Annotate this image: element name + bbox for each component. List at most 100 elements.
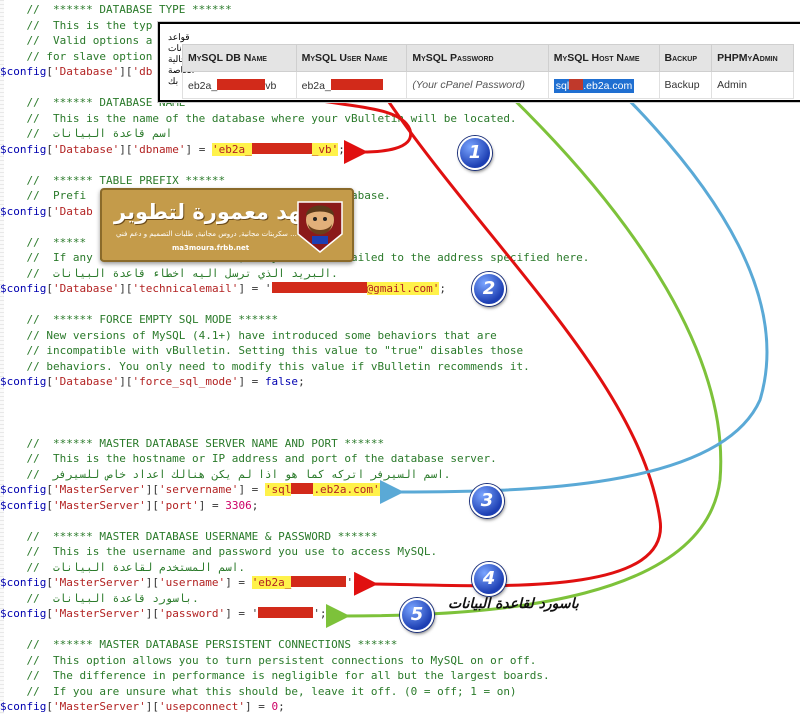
cell-backup[interactable]: Backup <box>658 71 713 99</box>
code-token: 'MasterServer' <box>52 483 146 496</box>
cell-host-name[interactable]: sql.eb2a.com <box>547 71 660 99</box>
code-token: // ****** DATABASE NAME ****** <box>0 96 232 109</box>
user-name-prefix: eb2a_ <box>301 79 331 92</box>
code-line: // The difference in performance is negl… <box>0 668 549 684</box>
code-token: $config <box>0 282 47 295</box>
code-token: [ <box>46 499 53 512</box>
code-line: // This is the hostname or IP address an… <box>0 451 497 467</box>
site-logo: معهد معمورة لتطوير سكربتات مجانية, دروس … <box>100 188 354 262</box>
db-name-prefix: eb2a_ <box>188 79 218 92</box>
redacted-block <box>258 607 314 618</box>
code-token: 'Database' <box>52 282 120 295</box>
code-token: $config <box>0 375 47 388</box>
code-token: $config <box>0 65 47 78</box>
code-token: ] = <box>185 143 212 156</box>
col-phpmyadmin: PHPMyAdmin <box>711 44 794 72</box>
code-line: // This option allows you to turn persis… <box>0 653 536 669</box>
code-token: 'MasterServer' <box>52 499 146 512</box>
arrow-user-name <box>353 85 662 596</box>
code-token: [ <box>46 607 53 620</box>
code-line: // ****** FORCE EMPTY SQL MODE ****** <box>0 312 278 328</box>
code-token: 'eb2a_ <box>251 576 292 589</box>
logo-subtitle: سكربتات مجانية, دروس مجانية, طلبات التصم… <box>116 230 297 238</box>
code-line: // incompatible with vBulletin. Setting … <box>0 343 523 359</box>
cell-admin[interactable]: Admin <box>711 71 794 99</box>
step-badge-3: 3 <box>470 484 504 518</box>
code-line: // New versions of MySQL (4.1+) have int… <box>0 328 496 344</box>
redacted-block <box>291 483 314 494</box>
code-token: ; <box>278 700 285 713</box>
code-token: $config <box>0 483 47 496</box>
redacted-block <box>330 78 383 90</box>
code-gutter <box>0 0 4 714</box>
code-line: // This is the typ <box>0 18 152 34</box>
code-token: [ <box>46 143 53 156</box>
code-token: [ <box>46 65 53 78</box>
code-line: // اسم قاعدة البيانات <box>0 126 172 142</box>
code-token: [ <box>46 282 53 295</box>
database-info-panel: قواعد البيانات الحالية الخاصة بك MySQL D… <box>158 22 800 102</box>
code-token: // اسم السيرفر اتركه كما هو اذا لم يكن ه… <box>0 468 451 481</box>
code-line: // ****** DATABASE TYPE ****** <box>0 2 232 18</box>
code-line: // باسورد قاعدة البيانات. <box>0 591 198 607</box>
host-suffix: .eb2a.com <box>583 79 633 92</box>
panel-title: قواعد البيانات الحالية الخاصة بك <box>168 32 195 86</box>
code-token: $config <box>0 143 47 156</box>
code-line: $config['MasterServer']['port'] = 3306; <box>0 498 258 514</box>
code-token: 'MasterServer' <box>52 607 146 620</box>
code-line: // This is the username and password you… <box>0 544 437 560</box>
code-token: // ****** TABLE PREFIX ****** <box>0 174 226 187</box>
code-line: $config['Database']['db <box>0 64 152 80</box>
code-line: // البريد الذي ترسل اليه اخطاء قاعدة الب… <box>0 266 337 282</box>
code-token: ] = <box>238 483 265 496</box>
code-token: // behaviors. You only need to modify th… <box>0 360 530 373</box>
code-line: // ****** MASTER DATABASE PERSISTENT CON… <box>0 637 397 653</box>
code-token: // ****** DATABASE TYPE ****** <box>0 3 232 16</box>
code-token: ] = <box>238 375 265 388</box>
host-selection[interactable]: sql.eb2a.com <box>553 78 635 93</box>
logo-title: معهد معمورة لتطوير <box>114 200 328 224</box>
code-line: $config['Database']['force_sql_mode'] = … <box>0 374 305 390</box>
code-token: 'servername' <box>158 483 239 496</box>
cell-db-name: eb2a_vb <box>182 71 297 99</box>
code-line: // ****** MASTER DATABASE USERNAME & PAS… <box>0 529 377 545</box>
code-token: 'force_sql_mode' <box>132 375 239 388</box>
code-token: 'port' <box>158 499 199 512</box>
code-token: ][ <box>119 375 133 388</box>
code-line: // ****** MASTER DATABASE SERVER NAME AN… <box>0 436 384 452</box>
code-token: [ <box>46 205 53 218</box>
redacted-block <box>251 143 312 154</box>
arrow-host-name <box>379 84 769 505</box>
code-line: // behaviors. You only need to modify th… <box>0 359 530 375</box>
code-token: 'technicalemail' <box>132 282 239 295</box>
code-token: ][ <box>145 607 159 620</box>
code-token: 'MasterServer' <box>52 576 146 589</box>
code-token: 'dbname' <box>132 143 186 156</box>
col-host-name: MySQL Host Name <box>547 44 660 72</box>
table-row: eb2a_vb eb2a_ (Your cPanel Password) sql… <box>182 71 794 99</box>
code-line: // ****** TABLE PREFIX ****** <box>0 173 225 189</box>
code-token: ; <box>298 375 305 388</box>
code-token: ] = <box>225 576 252 589</box>
code-line: $config['Database']['technicalemail'] = … <box>0 281 446 297</box>
code-token: ] = ' <box>225 607 259 620</box>
code-token: ; <box>251 499 259 512</box>
code-token: [ <box>46 700 53 713</box>
code-token: ][ <box>119 65 133 78</box>
code-token: ] = ' <box>238 282 272 295</box>
code-token: // If you are unsure what this should be… <box>0 685 517 698</box>
code-token: // ****** MASTER DATABASE PERSISTENT CON… <box>0 638 398 651</box>
code-line: // Valid options a <box>0 33 152 49</box>
code-token: ][ <box>145 576 159 589</box>
code-token: [ <box>46 375 53 388</box>
code-token: // This is the hostname or IP address an… <box>0 452 497 465</box>
code-token: 3306 <box>225 499 252 512</box>
code-token: ] = <box>245 700 272 713</box>
code-token: [ <box>46 483 53 496</box>
cell-user-name: eb2a_ <box>295 71 408 99</box>
code-token: 'Database' <box>52 65 120 78</box>
code-token: 'sql <box>264 483 292 496</box>
code-token: // Valid options a <box>0 34 153 47</box>
code-line: $config['Database']['dbname'] = 'eb2a__v… <box>0 142 345 158</box>
